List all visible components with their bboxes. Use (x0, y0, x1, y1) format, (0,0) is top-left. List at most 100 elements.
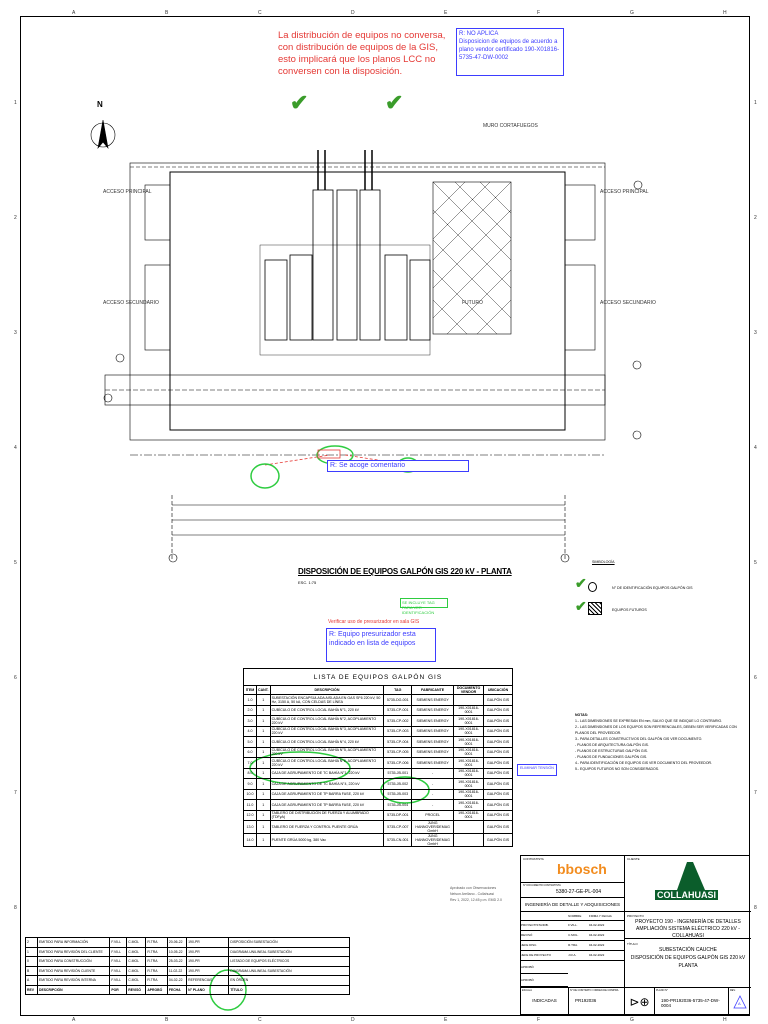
column-header: TÍTULO (228, 984, 350, 995)
table-cell: JUNG HANNOVER/DEMAG GmbH (411, 833, 455, 847)
response-status: R: NO APLICA (459, 31, 499, 37)
column-header: POR (109, 984, 128, 995)
stamp-text: Aprobado con Observaciones (450, 886, 497, 890)
table-cell: - (411, 799, 455, 811)
drawing-title-line: PLANTA (678, 963, 698, 969)
client-logo: COLLAHUASI (655, 890, 718, 900)
table-cell: 5735-JB-001 (383, 767, 413, 779)
revision-cell: R.TRA (145, 956, 168, 967)
grid-number: 1 (14, 100, 17, 106)
column-header: DESCRIPCIÓN (37, 984, 111, 995)
table-cell: 7.0 (243, 757, 257, 769)
grid-letter: C (258, 10, 262, 16)
signature-cell: J.R.A. (568, 950, 589, 961)
grid-letter: A (72, 10, 76, 16)
response-text: Disposicion de equipos de acuerdo a plan… (459, 39, 560, 61)
table-cell: 190-X01816-0001 (453, 715, 485, 727)
table-cell: SIEMENS ENERGY (411, 725, 455, 737)
table-cell: SUBESTACIÓN ENCAPSULADA AISLADA EN GAS S… (269, 694, 385, 706)
grid-letter: B (165, 10, 169, 16)
title-block: CONTRATISTA bbosch N° DOCUMENTO CONTRATI… (520, 855, 751, 1016)
table-cell: 5735-CP-007 (383, 820, 413, 834)
table-cell: 190-X01816-0001 (453, 704, 485, 716)
table-cell: 11.0 (243, 799, 257, 811)
note-item: 5.- EQUIPOS FUTUROS NO SON CONSIDERADOS. (575, 767, 660, 771)
revision-cell: DISPOSICIÓN SUBESTACIÓN (228, 937, 350, 948)
grid-letter: G (630, 10, 634, 16)
grid-number: 3 (14, 330, 17, 336)
grid-number: 4 (14, 445, 17, 451)
field-label: ESCALA (522, 989, 532, 992)
grid-letter: C (258, 1017, 262, 1023)
revision-triangle-icon (733, 995, 747, 1009)
table-cell: PUENTE GRÚA 5000 kg, 380 Vac (269, 833, 385, 847)
review-comment: La distribución de equipos no conversa, … (278, 30, 446, 77)
revision-cell: F.VILL (109, 956, 128, 967)
column-header (521, 912, 569, 921)
table-cell: CUBÍCULO DE CONTROL LOCAL BAHÍA N°6, ACO… (269, 757, 385, 769)
table-cell: SIEMENS ENERGY (411, 715, 455, 727)
approval-stamp: Aprobado con Observaciones Nelson Arella… (450, 885, 502, 903)
revision-cell: 2 (24, 937, 39, 948)
revision-cell: 190-PR (186, 956, 230, 967)
revision-cell: R.TRA (145, 965, 168, 976)
note-item: - PLANOS DE ARQUITECTURA GALPÓN GIS. (575, 743, 649, 747)
signature-cell: R.TRA. (568, 940, 589, 951)
approved-check-icon: ✔ (575, 575, 587, 591)
column-header: CANT. (255, 685, 271, 695)
grid-letter: F (537, 1017, 541, 1023)
project-name: AMPLIACIÓN SISTEMA ELÉCTRICO 220 kV - CO… (636, 926, 740, 939)
signature-cell: 04-02-2022 (588, 940, 625, 951)
grid-number: 8 (754, 905, 757, 911)
legend-item: N° DE IDENTIFICACIÓN EQUIPOS GALPÓN GIS (612, 586, 693, 590)
table-cell: TABLERO DE DISTRIBUCIÓN DE FUERZA Y ALUM… (269, 809, 385, 821)
table-cell: GALPÓN GIS (483, 778, 513, 790)
table-cell: PROCEL (411, 809, 455, 821)
signature-row: PROYECTISTA/DIB.F.VILL.04-02-2022 (521, 920, 625, 931)
drawing-title-line: DISPOSICIÓN DE EQUIPOS GALPÓN GIS 220 kV (630, 955, 746, 961)
field-label: CLIENTE (627, 857, 640, 861)
table-cell: 190-X01816-0001 (453, 767, 485, 779)
table-cell: GALPÓN GIS (483, 799, 513, 811)
approved-check-icon: ✔ (290, 90, 309, 115)
revision-cell: 11-02-22 (166, 965, 188, 976)
access-label: ACCESO PRINCIPAL (600, 189, 649, 195)
column-header: DOCUMENTO VENDOR (453, 685, 485, 695)
table-cell: 1 (255, 767, 271, 779)
revision-cell: F.VILL (109, 937, 128, 948)
grid-number: 7 (14, 790, 17, 796)
revision-cell: EMITIDO PARA REVISIÓN INTERNA (37, 975, 111, 986)
field-label: PLANO N° (656, 989, 668, 992)
grid-number: 3 (754, 330, 757, 336)
table-cell: 5735-JB-003 (383, 788, 413, 800)
revision-cell: DIAGRAMA UNILINEAL SUBESTACIÓN (228, 946, 350, 957)
signature-cell: JEFE DE PROYECTO (521, 950, 569, 961)
table-cell: 14.0 (243, 833, 257, 847)
table-cell: CUBÍCULO DE CONTROL LOCAL BAHÍA N°1, 220… (269, 704, 385, 716)
table-cell: TABLERO DE FUERZA Y CONTROL PUENTE GRÚA (269, 820, 385, 834)
grid-letter: A (72, 1017, 76, 1023)
column-header: N° PLANO (186, 984, 230, 995)
discipline: INGENIERÍA DE DETALLE Y ADQUISICIONES (521, 898, 625, 912)
signature-cell: C.MOL. (568, 930, 589, 941)
field-label: N° DE CONTRATO / ORDEN DE COMPRA (570, 989, 619, 992)
table-cell: 1 (255, 778, 271, 790)
grid-number: 7 (754, 790, 757, 796)
table-cell: 5735-CP-002 (383, 715, 413, 727)
scale-value: INDICADAS (532, 998, 557, 1003)
table-cell: CAJA DE AGRUPAMIENTO DE TP BARRA FASE, 2… (269, 799, 385, 811)
revision-cell: 190-PR (186, 946, 230, 957)
table-cell: 1 (255, 820, 271, 834)
table-cell: GALPÓN GIS (483, 736, 513, 748)
table-cell: 8.0 (243, 767, 257, 779)
table-cell: GALPÓN GIS (483, 833, 513, 847)
signature-cell: 04-02-2022 (588, 950, 625, 961)
table-cell: 190-X01816-0001 (453, 809, 485, 821)
stamp-text: Nelson Arellano - Collahuasi (450, 892, 494, 896)
table-cell: 1 (255, 757, 271, 769)
table-cell: 5735-CP-003 (383, 725, 413, 737)
